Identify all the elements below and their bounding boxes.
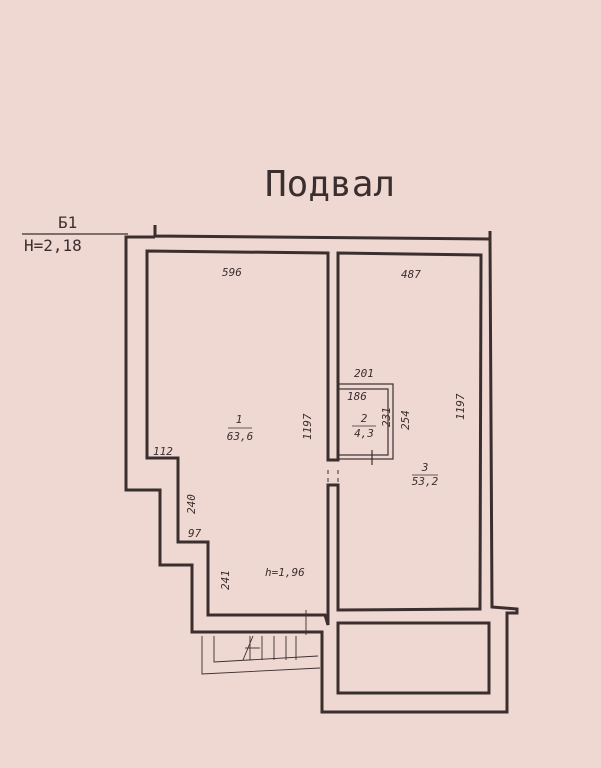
dim-r2-inner-length: 231 — [380, 407, 393, 427]
room-1-number: 1 — [236, 413, 243, 426]
dim-r3-width: 487 — [401, 268, 421, 281]
stairs — [201, 610, 321, 675]
outer-wall — [124, 225, 519, 714]
room-2-area: 4,3 — [354, 427, 374, 440]
dim-r1-step2: 240 — [185, 494, 198, 514]
dim-r2-inner-width: 186 — [347, 390, 367, 403]
storage-room — [336, 621, 491, 695]
dim-r1-step1: 112 — [153, 445, 173, 458]
dim-r2-outer-length: 254 — [399, 410, 412, 430]
room-3-number: 3 — [421, 461, 429, 474]
room-2-number: 2 — [361, 412, 368, 425]
dim-r1-step4: 241 — [219, 570, 232, 590]
dim-r1-width: 596 — [222, 266, 242, 279]
room-2-walls — [337, 383, 394, 465]
room-1-height: h=1,96 — [265, 566, 305, 579]
level-height: H=2,18 — [24, 236, 82, 255]
dim-r1-length: 1197 — [301, 413, 314, 440]
walls — [124, 225, 519, 714]
dim-r2-outer-width: 201 — [354, 367, 374, 380]
level-name: Б1 — [58, 213, 77, 232]
dim-r1-step3: 97 — [188, 527, 202, 540]
room-1-area: 63,6 — [227, 430, 254, 443]
plan-title: Подвал — [265, 164, 395, 205]
dim-r3-length: 1197 — [454, 393, 467, 420]
inner-walls — [145, 249, 483, 626]
room-3-area: 53,2 — [412, 475, 439, 488]
